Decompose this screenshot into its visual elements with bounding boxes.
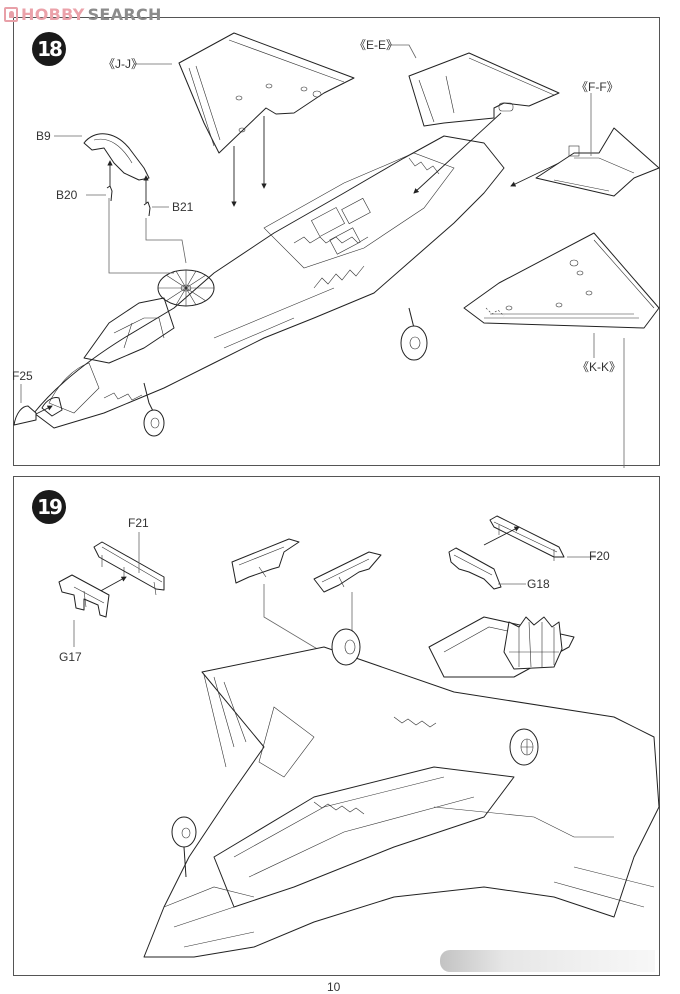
label-b9: B9 — [36, 129, 51, 143]
blurred-watermark-strip — [440, 950, 655, 972]
aircraft-underside-view — [143, 616, 660, 958]
wing-part-kk — [463, 232, 660, 329]
label-f25: F25 — [12, 369, 33, 383]
step-18-assembly-drawing — [13, 32, 660, 468]
cockpit — [48, 297, 175, 414]
wing-part-ff — [510, 127, 660, 197]
wing-part-ee — [408, 52, 560, 194]
aircraft-fuselage-top-view — [33, 135, 505, 429]
label-kk: 《K-K》 — [577, 360, 622, 374]
step-19-panel: 19 — [13, 476, 660, 976]
label-g17: G17 — [59, 650, 82, 664]
main-landing-gear — [400, 307, 428, 361]
gear-door-part-f20 — [489, 515, 565, 561]
page-number: 10 — [327, 980, 341, 994]
hobby-search-watermark: HOBBY SEARCH — [4, 4, 162, 24]
label-b20: B20 — [56, 188, 78, 202]
step-number-badge: 18 — [32, 32, 66, 66]
gear-door-center-right — [313, 551, 382, 593]
label-b21: B21 — [172, 200, 194, 214]
watermark-brand-search: SEARCH — [87, 4, 162, 24]
canopy-part-b9 — [83, 133, 150, 181]
nose-landing-gear — [143, 382, 165, 437]
hobby-search-logo-icon — [4, 6, 18, 22]
gear-door-part-g18 — [448, 547, 502, 590]
gear-door-part-f21 — [93, 541, 165, 596]
canopy-part-b20 — [106, 185, 113, 202]
step-number-badge: 19 — [32, 490, 66, 524]
step-19-assembly-drawing — [58, 515, 660, 958]
canopy-part-b21 — [143, 201, 151, 217]
label-jj: 《J-J》 — [103, 57, 143, 71]
gear-door-part-g17 — [58, 574, 110, 618]
main-wheel-right — [509, 728, 539, 766]
main-wheel-left — [331, 628, 361, 666]
lift-fan — [157, 269, 215, 307]
nose-cone-part-f25 — [13, 405, 53, 426]
exhaust-nozzle — [503, 616, 563, 670]
label-g18: G18 — [527, 577, 550, 591]
label-ee: 《E-E》 — [354, 38, 399, 52]
nose-wheel — [171, 816, 197, 878]
label-f20: F20 — [589, 549, 610, 563]
wing-part-jj — [178, 32, 355, 207]
step-18-panel: 18 — [12, 17, 660, 468]
gear-door-center-left — [231, 538, 300, 584]
watermark-brand-hobby: HOBBY — [21, 4, 85, 24]
label-ff: 《F-F》 — [576, 80, 619, 94]
label-f21: F21 — [128, 516, 149, 530]
